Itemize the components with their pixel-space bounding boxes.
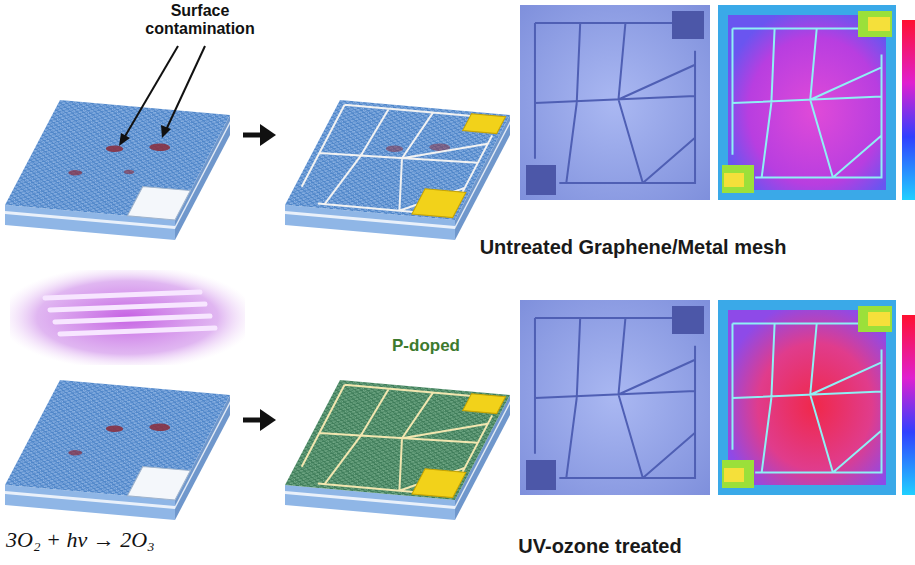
formula-label: 3O₂ + hν → 2O₃ [6, 527, 155, 552]
callout-label: Surface contamination [135, 2, 265, 39]
caption-label: Untreated Graphene/Metal mesh [480, 236, 787, 259]
caption-label: UV-ozone treated [518, 535, 681, 558]
doping-label: P-doped [392, 336, 460, 356]
